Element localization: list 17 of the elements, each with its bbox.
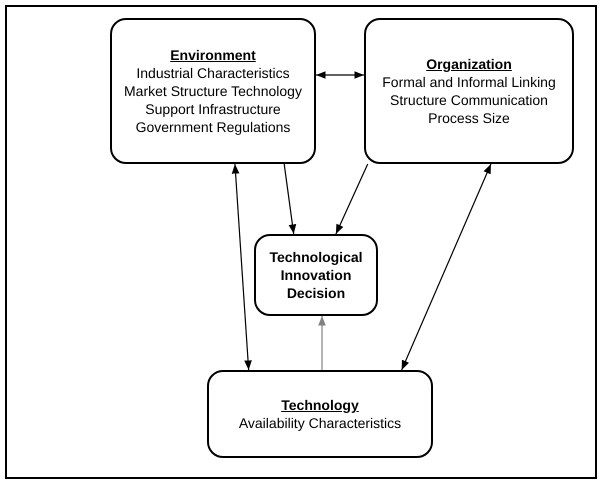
arrow bbox=[232, 164, 252, 370]
box-heading: Environment bbox=[170, 46, 256, 64]
rounded-box bbox=[110, 18, 316, 164]
box-text: Technological Innovation Decision bbox=[268, 248, 364, 302]
box-text: Formal and Informal Linking Structure Communication Process Size bbox=[381, 73, 557, 127]
arrow bbox=[401, 164, 492, 370]
box-heading: Organization bbox=[426, 55, 512, 73]
arrow bbox=[318, 316, 326, 370]
box-heading: Technology bbox=[281, 396, 359, 414]
box-text: Industrial Characteristics Market Structure Technology Support Infrastructure Government Regulations bbox=[123, 64, 303, 136]
rounded-box bbox=[364, 18, 574, 164]
arrow bbox=[316, 71, 364, 79]
arrow bbox=[335, 164, 368, 234]
rounded-box bbox=[254, 234, 378, 316]
rounded-box bbox=[207, 370, 433, 458]
arrow bbox=[284, 164, 296, 234]
box-text: Availability Characteristics bbox=[238, 414, 402, 432]
